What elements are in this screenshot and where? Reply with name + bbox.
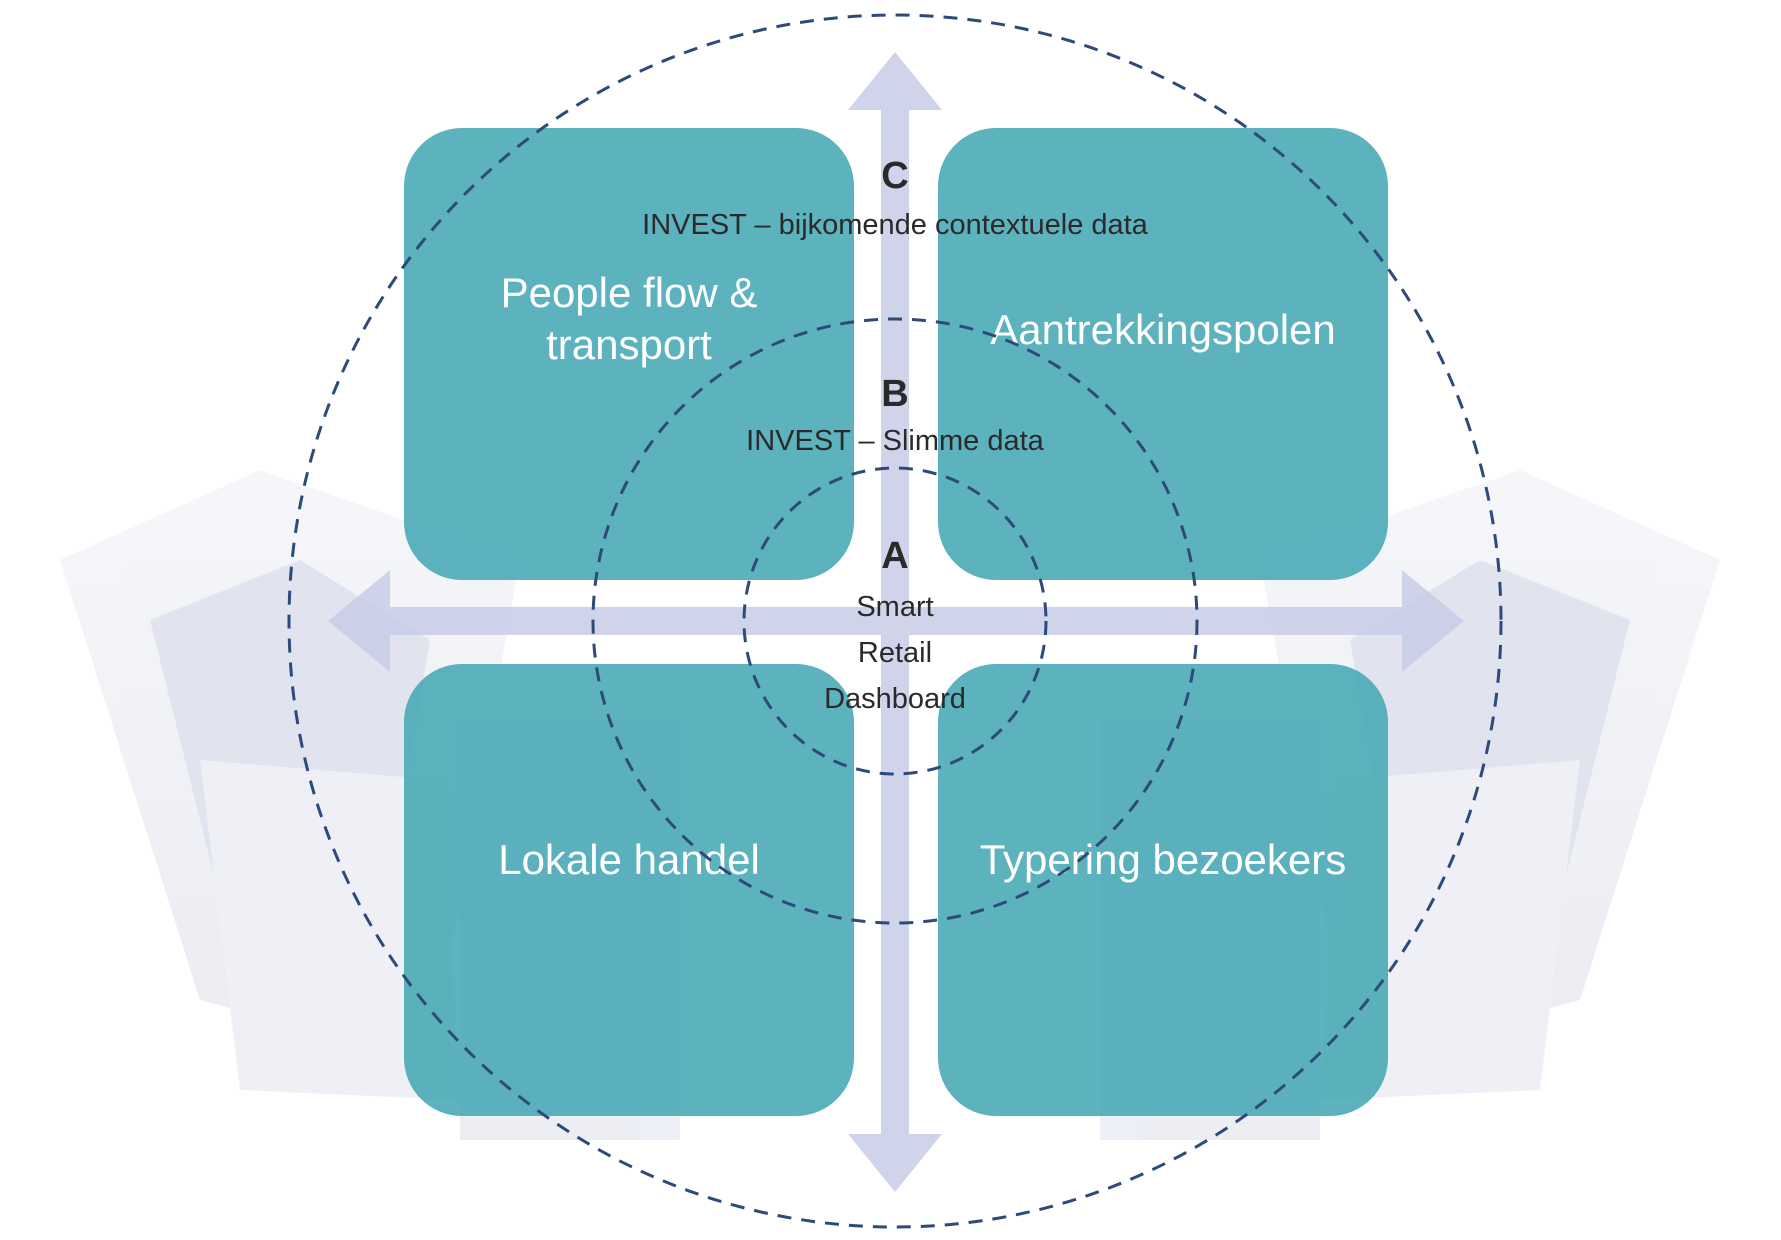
- horizontal-axis: [380, 607, 1410, 635]
- vertical-axis: [881, 108, 909, 1168]
- right-arrow-icon: [1402, 570, 1464, 672]
- ring-b: [591, 317, 1199, 925]
- ring-b-label: INVEST – Slimme data: [746, 425, 1044, 457]
- tile-typering-bezoekers-label: Typering bezoekers: [979, 836, 1347, 883]
- ring-a-label: Smart Retail Dashboard: [824, 591, 966, 715]
- tile-people-flow-transport-label: People flow & transport: [500, 269, 758, 368]
- left-arrow-icon: [328, 570, 390, 672]
- ring-c: [287, 13, 1503, 1229]
- tile-aantrekkingspolen-label: Aantrekkingspolen: [990, 306, 1336, 353]
- up-arrow-icon: [848, 52, 942, 110]
- ring-c-label: INVEST – bijkomende contextuele data: [642, 209, 1148, 241]
- down-arrow-icon: [848, 1134, 942, 1192]
- tile-lokale-handel-label: Lokale handel: [498, 836, 760, 883]
- ring-a-letter: A: [881, 535, 909, 577]
- ring-b-letter: B: [881, 373, 909, 415]
- tile-people-flow-transport: People flow & transport: [404, 128, 854, 580]
- ring-a: [742, 466, 1048, 776]
- tile-typering-bezoekers: Typering bezoekers: [938, 664, 1388, 1116]
- tile-lokale-handel: Lokale handel: [404, 664, 854, 1116]
- ring-c-letter: C: [881, 155, 909, 197]
- tile-aantrekkingspolen: Aantrekkingspolen: [938, 128, 1388, 580]
